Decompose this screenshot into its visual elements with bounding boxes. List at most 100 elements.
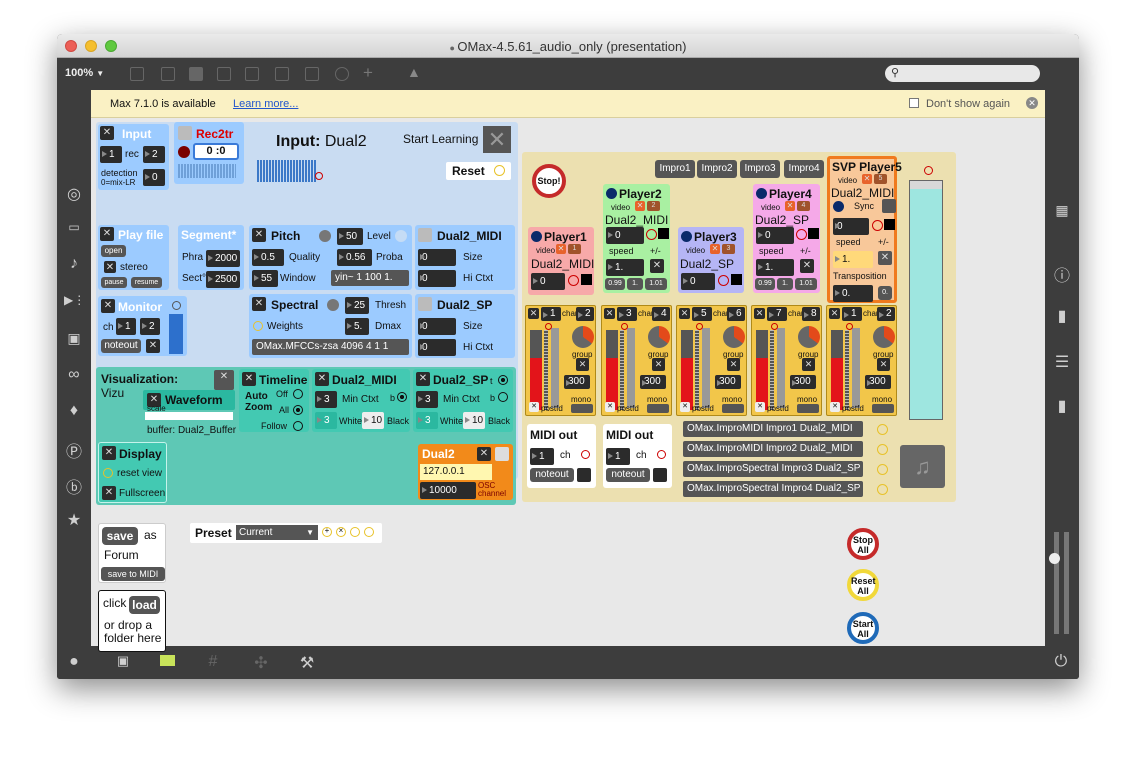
- postfd-toggle[interactable]: ✕: [680, 402, 690, 412]
- channel-in-b[interactable]: 6: [727, 307, 745, 321]
- scale-slider[interactable]: [145, 412, 233, 420]
- channel-pan-dial[interactable]: [648, 326, 670, 348]
- save-midi-button[interactable]: save to MIDI: [101, 567, 165, 581]
- channel-value[interactable]: 300: [564, 375, 590, 389]
- player4-pm-toggle[interactable]: ✕: [800, 259, 814, 273]
- channel-pan-dial[interactable]: [572, 326, 594, 348]
- paperclip-icon[interactable]: ∞: [68, 366, 80, 383]
- player3-video-toggle[interactable]: ✕: [710, 244, 720, 254]
- channel-value[interactable]: 300: [790, 375, 816, 389]
- channel-pan-dial[interactable]: [798, 326, 820, 348]
- zoom-menu[interactable]: 100% ▼: [65, 67, 105, 79]
- play-icon[interactable]: [275, 67, 289, 81]
- preset-menu[interactable]: Current▼: [236, 525, 318, 540]
- input-ch[interactable]: 1: [100, 146, 122, 163]
- playfile-toggle[interactable]: ✕: [100, 227, 114, 241]
- channel-fader[interactable]: [702, 328, 710, 408]
- mono-toggle[interactable]: [647, 404, 669, 413]
- presentation-icon[interactable]: [160, 655, 175, 666]
- player1-state[interactable]: 0: [531, 273, 565, 290]
- player2-pm-toggle[interactable]: ✕: [650, 259, 664, 273]
- dual-sp-size-val[interactable]: 0: [418, 318, 456, 335]
- volume-slider-track[interactable]: [1054, 532, 1059, 634]
- player4-state[interactable]: 0: [756, 227, 794, 244]
- player1-video-num[interactable]: 1: [568, 244, 581, 254]
- channel-fader[interactable]: [551, 328, 559, 408]
- player4-video-num[interactable]: 4: [797, 201, 810, 211]
- grid-icon[interactable]: #: [208, 653, 218, 670]
- start-learning-toggle[interactable]: ✕: [483, 126, 511, 153]
- start-all-button[interactable]: Start All: [847, 612, 879, 644]
- channel-group-toggle[interactable]: ✕: [652, 358, 665, 371]
- channel-in-b[interactable]: 4: [652, 307, 670, 321]
- viz-midi-toggle[interactable]: ✕: [315, 372, 329, 386]
- player2-speed[interactable]: 1.: [606, 259, 644, 276]
- impro-message-1[interactable]: OMax.ImproMIDI Impro1 Dual2_MIDI: [683, 421, 863, 437]
- follow-radio[interactable]: [293, 421, 303, 431]
- volume-knob[interactable]: [1049, 553, 1060, 564]
- monitor-noteout-toggle[interactable]: ✕: [146, 339, 160, 353]
- viz-midi-white[interactable]: 3: [315, 412, 337, 429]
- level-val[interactable]: 50: [337, 228, 363, 245]
- player4-speed[interactable]: 1.: [756, 259, 794, 276]
- viz-sp-min[interactable]: 3: [416, 391, 438, 408]
- step-icon[interactable]: ▶⋮: [64, 293, 86, 307]
- viz-sp-b-radio[interactable]: [498, 392, 508, 402]
- reset-view-bang[interactable]: [103, 468, 113, 478]
- dont-show-checkbox[interactable]: [909, 98, 919, 108]
- player5-video-num[interactable]: 5: [874, 174, 887, 184]
- impro-tab-4[interactable]: Impro4: [784, 160, 824, 178]
- comment-icon[interactable]: [189, 67, 203, 81]
- load-button[interactable]: load: [129, 596, 160, 614]
- impro-message-bang[interactable]: [877, 424, 888, 435]
- viz-midi-black[interactable]: 10: [362, 412, 384, 429]
- impro-tab-1[interactable]: Impro1: [655, 160, 695, 178]
- channel-toggle[interactable]: ✕: [679, 308, 690, 319]
- record-button[interactable]: [178, 146, 190, 158]
- dual-midi-toggle[interactable]: [418, 228, 432, 242]
- channel-in-a[interactable]: 1: [541, 307, 561, 321]
- snap-icon[interactable]: ✣: [254, 655, 268, 672]
- patcher-icon[interactable]: [130, 67, 144, 81]
- monitor-toggle[interactable]: ✕: [101, 299, 115, 313]
- viz-sp-toggle[interactable]: ✕: [416, 372, 430, 386]
- button-icon[interactable]: [245, 67, 259, 81]
- plug-icon[interactable]: ♦: [69, 402, 79, 419]
- channel-toggle[interactable]: ✕: [754, 308, 765, 319]
- midi-out-1-ch[interactable]: 1: [530, 448, 554, 465]
- stop-all-button[interactable]: Stop All: [847, 528, 879, 560]
- player3-video-num[interactable]: 3: [722, 244, 735, 254]
- impro-message-bang[interactable]: [877, 484, 888, 495]
- mfcc-message[interactable]: OMax.MFCCs-zsa 4096 4 1 1: [252, 339, 409, 355]
- channel-in-a[interactable]: 7: [767, 307, 787, 321]
- dual-sp-toggle[interactable]: [418, 297, 432, 311]
- windows-icon[interactable]: ▣: [116, 653, 130, 668]
- fullscreen-toggle[interactable]: ✕: [102, 486, 116, 500]
- impro-message-bang[interactable]: [877, 464, 888, 475]
- channel-value[interactable]: 300: [715, 375, 741, 389]
- dual-midi-hictxt-val[interactable]: 0: [418, 270, 456, 287]
- mono-toggle[interactable]: [571, 404, 593, 413]
- list-icon[interactable]: ☰: [1054, 354, 1070, 371]
- channel-group-toggle[interactable]: ✕: [877, 358, 890, 371]
- osc-ip[interactable]: 127.0.0.1: [420, 464, 492, 480]
- mono-toggle[interactable]: [722, 404, 744, 413]
- add-icon[interactable]: +: [363, 63, 373, 82]
- off-radio[interactable]: [293, 389, 303, 399]
- channel-group-toggle[interactable]: ✕: [576, 358, 589, 371]
- midi-out-1-toggle[interactable]: [577, 468, 591, 482]
- input-toggle[interactable]: ✕: [100, 126, 114, 140]
- player5-state[interactable]: 0: [833, 218, 869, 235]
- monitor-noteout[interactable]: noteout: [101, 339, 141, 353]
- dual-sp-hictxt-val[interactable]: 0: [418, 339, 456, 356]
- message-icon[interactable]: [161, 67, 175, 81]
- thresh-val[interactable]: 25: [345, 297, 369, 314]
- weights-bang[interactable]: [253, 321, 263, 331]
- channel-toggle[interactable]: ✕: [528, 308, 539, 319]
- player5-transposition[interactable]: 0.: [833, 285, 873, 302]
- yin-message[interactable]: yin~ 1 100 1.: [331, 270, 409, 286]
- speaker-icon[interactable]: ♫: [900, 445, 945, 488]
- channel-in-a[interactable]: 3: [617, 307, 637, 321]
- midi-out-2-ch[interactable]: 1: [606, 448, 630, 465]
- player4-video-toggle[interactable]: ✕: [785, 201, 795, 211]
